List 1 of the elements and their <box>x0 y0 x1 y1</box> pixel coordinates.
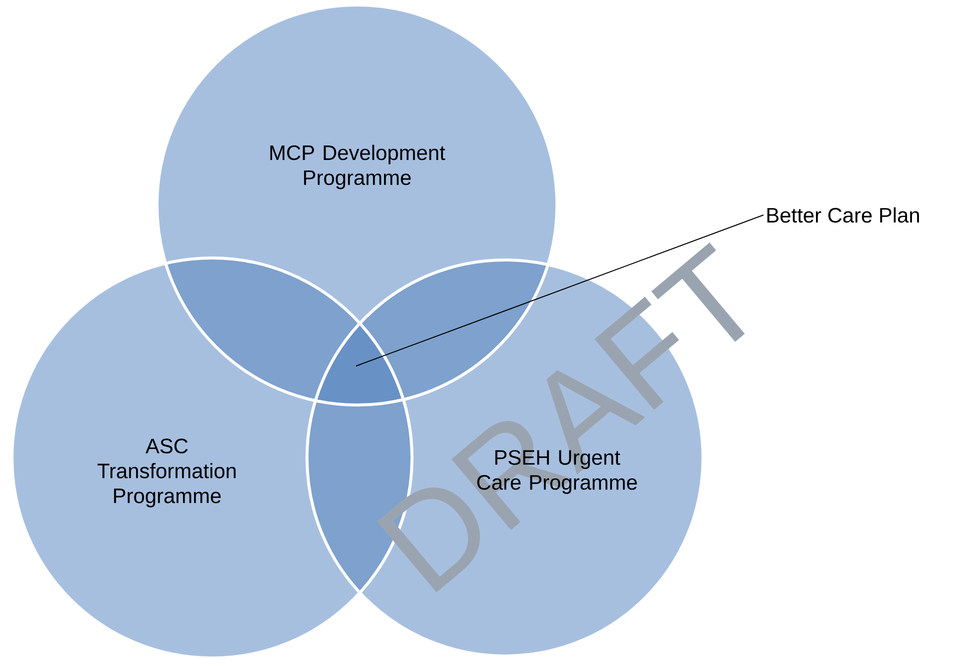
callout-text: Better Care Plan <box>767 207 919 223</box>
